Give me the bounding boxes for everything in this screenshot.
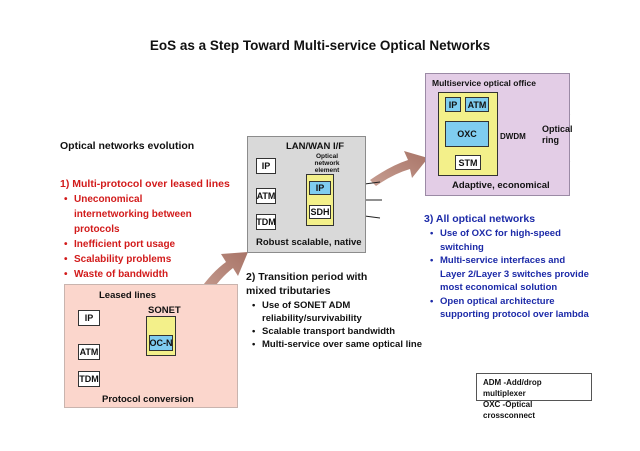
legend-oxc: OXC -Optical crossconnect — [483, 400, 536, 420]
stage1-bullet: Uneconomical internetworking between pro… — [64, 192, 214, 237]
one-sdh-box: SDH — [309, 205, 331, 219]
stage1-bullets: Uneconomical internetworking between pro… — [64, 192, 214, 282]
lanwan-title: LAN/WAN I/F — [286, 141, 345, 152]
page-title: EoS as a Step Toward Multi-service Optic… — [149, 38, 491, 53]
msoe-switch-block: IP ATM OXC STM — [438, 92, 498, 176]
ocn-box: OC-N — [149, 335, 173, 351]
stage3-bullet: Use of OXC for high-speed switching — [430, 227, 592, 254]
lanwan-ip-box: IP — [256, 158, 276, 174]
abbreviation-legend: ADM -Add/drop multiplexer OXC -Optical c… — [476, 373, 592, 420]
stage2-bullet: Multi-service over same optical line — [252, 338, 422, 351]
leased-tdm-box: TDM — [78, 371, 100, 387]
protocol-conversion-caption: Protocol conversion — [102, 394, 194, 405]
stage1-heading: 1) Multi-protocol over leased lines — [60, 178, 230, 190]
lanwan-tdm-box: TDM — [256, 214, 276, 230]
stage3-bullet: Multi-service interfaces and Layer 2/Lay… — [430, 254, 592, 295]
msoe-ip-box: IP — [445, 97, 461, 112]
sonet-label: SONET — [148, 305, 181, 316]
stage1-bullet: Waste of bandwidth — [64, 267, 214, 282]
lanwan-caption: Robust scalable, native — [256, 237, 362, 248]
legend-adm: ADM -Add/drop multiplexer — [483, 378, 542, 398]
stage2-bullets: Use of SONET ADM reliability/survivabili… — [252, 299, 422, 351]
optical-ring-label: Optical ring — [542, 124, 573, 145]
dwdm-label: DWDM — [500, 132, 526, 141]
lanwan-atm-box: ATM — [256, 188, 276, 204]
msoe-atm-box: ATM — [465, 97, 489, 112]
evolution-heading: Optical networks evolution — [60, 140, 195, 152]
one-ip-box: IP — [309, 181, 331, 195]
leased-atm-box: ATM — [78, 344, 100, 360]
oxc-box: OXC — [445, 121, 489, 147]
leased-lines-title: Leased lines — [99, 290, 157, 301]
msoe-title: Multiservice optical office — [432, 78, 536, 88]
msoe-caption: Adaptive, economical — [452, 180, 550, 191]
optical-network-element: IP SDH — [306, 174, 334, 226]
optical-network-element-label: Optical network element — [314, 153, 340, 174]
stage3-heading: 3) All optical networks — [424, 213, 536, 225]
stage3-bullets: Use of OXC for high-speed switching Mult… — [430, 227, 592, 322]
stage2-heading: 2) Transition period with mixed tributar… — [246, 271, 368, 297]
leased-ip-box: IP — [78, 310, 100, 326]
stage2-bullet: Use of SONET ADM reliability/survivabili… — [252, 299, 422, 325]
stage2-bullet: Scalable transport bandwidth — [252, 325, 422, 338]
msoe-stm-box: STM — [455, 155, 481, 170]
sonet-element: OC-N — [146, 316, 176, 356]
stage3-bullet: Open optical architecture supporting pro… — [430, 295, 592, 322]
stage1-bullet: Scalability problems — [64, 252, 214, 267]
stage1-bullet: Inefficient port usage — [64, 237, 214, 252]
arrow-stage2-to-stage3 — [370, 151, 428, 186]
